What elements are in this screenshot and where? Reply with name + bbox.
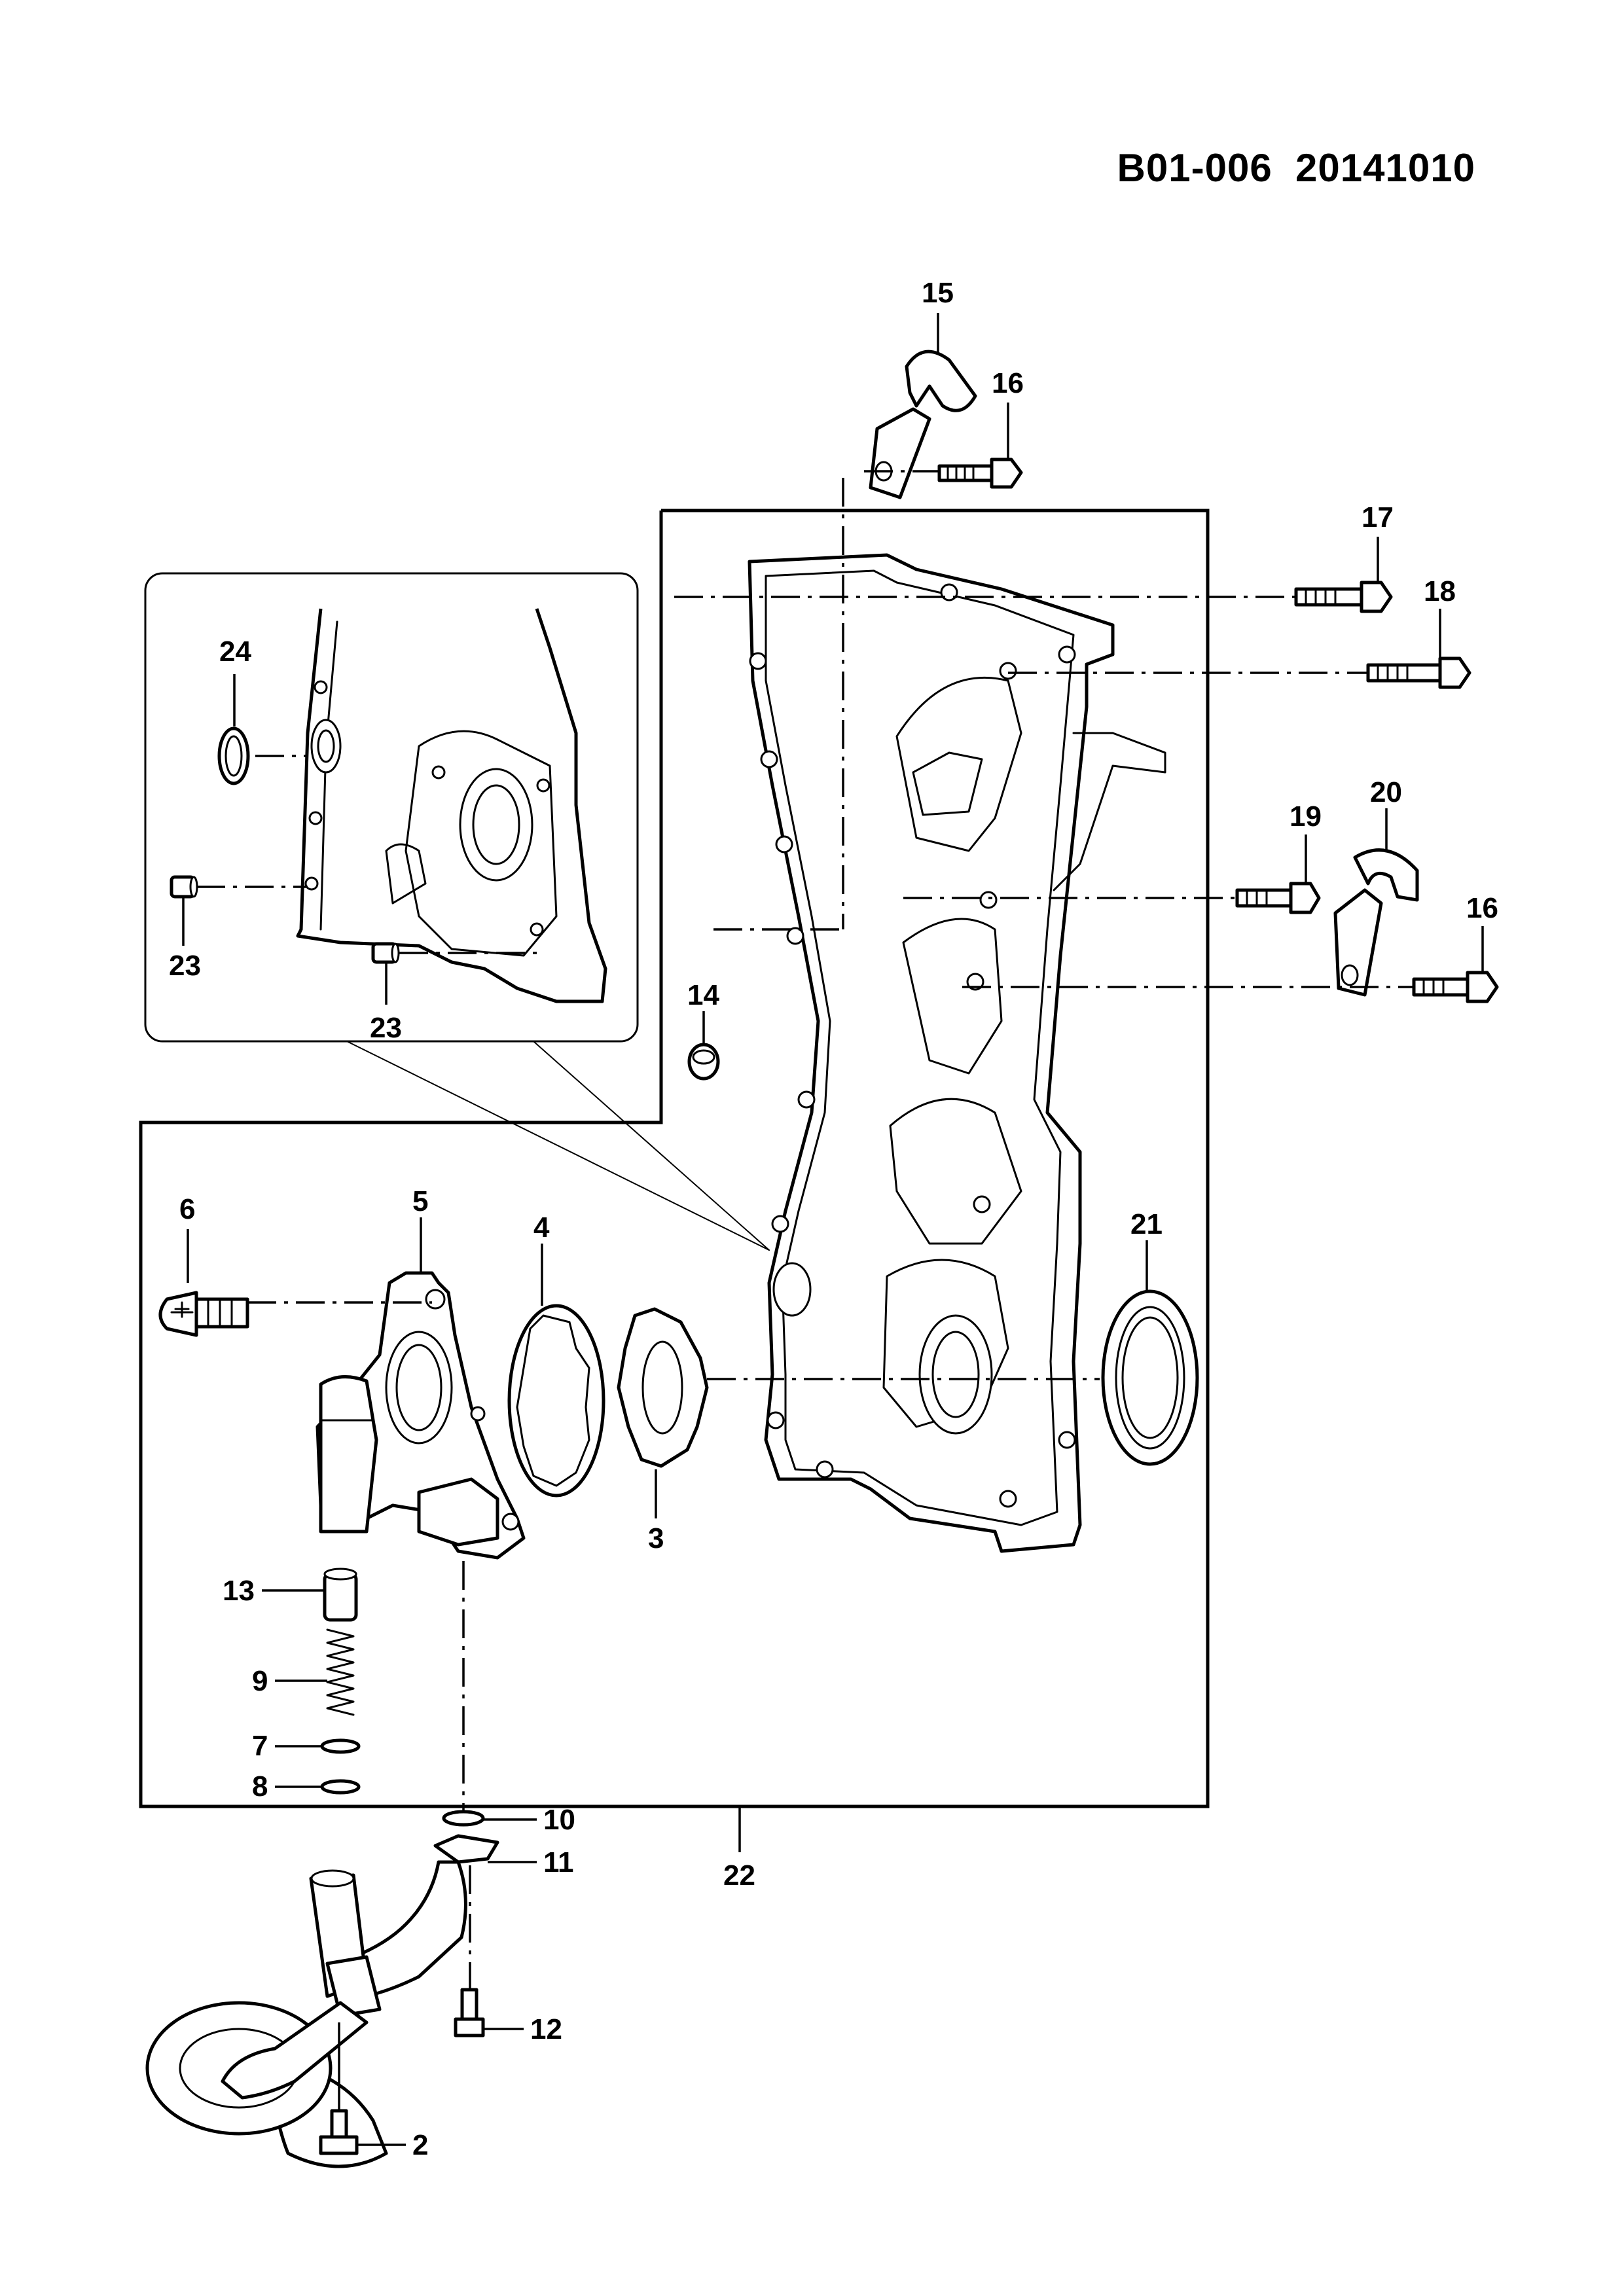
part-17-bolt [1294,581,1393,613]
part-8-washer [320,1779,361,1795]
part-4-outer-rotor [507,1304,605,1498]
callout-13: 13 [223,1575,255,1607]
callout-15: 15 [922,277,954,309]
detail-inset [144,572,770,1251]
part-14-plug [687,1043,720,1081]
part-7-washer [320,1738,361,1754]
drawing-date: 20141010 [1295,146,1475,190]
part-16-bolt-upper [937,457,1023,489]
callout-14: 14 [687,979,719,1011]
part-15-bracket [869,350,977,499]
callout-6: 6 [179,1193,195,1225]
callout-9: 9 [252,1665,268,1697]
part-20-bracket [1333,848,1419,997]
callout-12: 12 [530,2013,562,2045]
callout-7: 7 [252,1730,268,1762]
callout-10: 10 [543,1804,575,1836]
part-24-o-ring [217,726,250,785]
callout-leaders [182,313,1484,2146]
callout-labels: 15 16 17 18 19 20 16 21 14 24 23 23 6 5 … [169,277,1498,2161]
callout-24: 24 [219,636,251,668]
callout-23-left: 23 [169,950,201,982]
part-18-bolt [1366,656,1471,689]
part-10-gasket [442,1810,485,1827]
part-23-dowel-b [371,942,400,964]
callout-17: 17 [1362,501,1394,533]
part-6-screw [158,1291,249,1337]
detail-casting-rear [296,608,607,1003]
part-19-bolt [1235,882,1321,914]
part-13-plunger [323,1568,358,1622]
document-code: B01-006 20141010 [1117,145,1475,190]
callout-23-bottom: 23 [370,1012,402,1044]
assembly-frame-22 [139,509,1210,1808]
timing-cover-casting [748,553,1166,1553]
callout-4: 4 [533,1211,550,1244]
callout-3: 3 [648,1522,664,1554]
callout-5: 5 [412,1185,428,1217]
part-9-spring [326,1628,355,1716]
callout-8: 8 [252,1770,268,1803]
part-2-bolt [319,2022,359,2155]
part-11-oil-strainer [145,1834,499,2168]
callout-19: 19 [1290,800,1322,833]
assembly-centerlines [196,470,1414,1990]
callout-21: 21 [1130,1208,1163,1240]
callout-2: 2 [412,2129,428,2161]
callout-18: 18 [1424,575,1456,607]
part-16-bolt-lower [1412,971,1499,1003]
part-12-bolt [454,1988,485,2037]
oil-pump-body [316,1271,526,1560]
part-3-inner-rotor [617,1307,709,1468]
callout-16-upper: 16 [992,367,1024,399]
part-21-oil-seal [1101,1289,1199,1466]
callout-20: 20 [1370,776,1402,808]
callout-11: 11 [543,1846,574,1878]
drawing-number: B01-006 [1117,146,1272,190]
callout-16-lower: 16 [1466,892,1498,924]
part-23-dowel-a [170,875,198,899]
callout-22: 22 [723,1859,755,1892]
